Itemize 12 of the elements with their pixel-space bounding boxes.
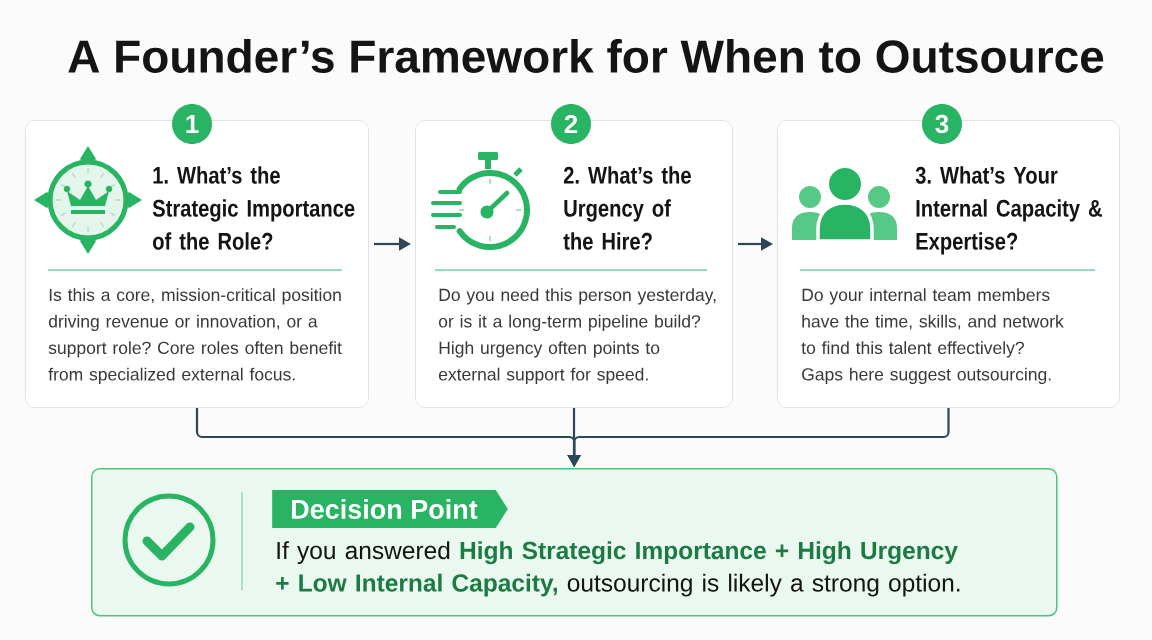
ribbon-tag: Decision Point bbox=[272, 490, 508, 528]
number-badge: 2 bbox=[551, 104, 591, 144]
description: Is this a core, mission-critical position driving revenue or innovation, or a support role? Core roles often benefit from specialized external focus. bbox=[48, 288, 342, 384]
title: A Founder’s Framework for When to Outsource bbox=[68, 39, 1104, 73]
description: Do you need this person yesterday, or is it a long-term pipeline build? High urgency often points to external support for speed. bbox=[438, 288, 716, 384]
heading: 3. What’s Your Internal Capacity & Expertise? bbox=[915, 166, 1102, 255]
heading: 1. What’s the Strategic Importance of the Role? bbox=[152, 166, 355, 250]
heading: 2. What’s the Urgency of the Hire? bbox=[563, 166, 691, 250]
description: Do your internal team members have the time, skills, and network to find this talent effectively? Gaps here suggest outsourcing. bbox=[801, 288, 1064, 384]
body-text: If you answered High Strategic Importance + High Urgency + Low Internal Capacity, outsourcing is likely a strong option. bbox=[276, 541, 960, 597]
number-badge: 3 bbox=[922, 104, 962, 144]
number-badge: 1 bbox=[172, 104, 212, 144]
